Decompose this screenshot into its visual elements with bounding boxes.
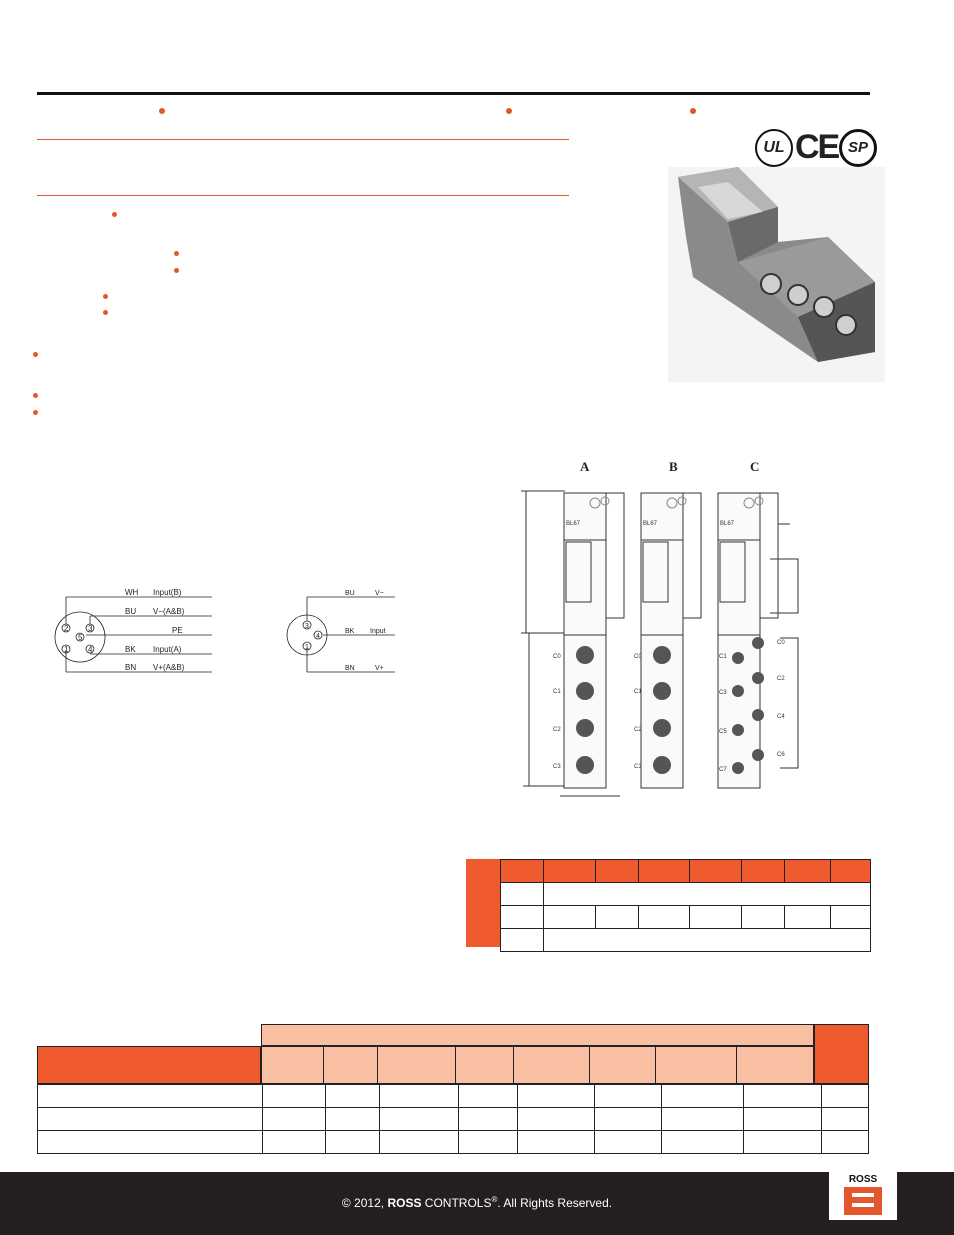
bullet-dot: [103, 294, 108, 299]
port-label: C0: [553, 654, 561, 660]
section-rule: [37, 139, 569, 140]
wire-signal: PE: [172, 626, 183, 635]
bullet-dot: [112, 212, 117, 217]
header-rule: [37, 92, 870, 95]
ross-logo: ROSS: [829, 1170, 897, 1220]
port-label: C3: [634, 764, 642, 770]
bullet-dot: [174, 251, 179, 256]
port-label: C0: [634, 654, 642, 660]
figure-label-c: C: [750, 459, 760, 474]
pin-number: 2: [64, 624, 69, 633]
pin-number: 1: [64, 645, 69, 654]
port-label: C1: [553, 689, 561, 695]
wire-signal: V−: [375, 590, 384, 597]
bullet-dot: [159, 108, 165, 114]
ordering-table-columns: [260, 1046, 815, 1084]
spec-table-side-header: [466, 859, 500, 947]
wire-color: BN: [125, 663, 136, 672]
bullet-dot: [103, 310, 108, 315]
port-label: C7: [719, 767, 727, 773]
wire-signal: V−(A&B): [153, 607, 185, 616]
wire-signal: V+(A&B): [153, 663, 185, 672]
pin-number: 5: [78, 633, 83, 642]
csa-mark-icon: SP: [839, 129, 877, 167]
pin-number: 4: [316, 633, 320, 640]
pin-number: 1: [305, 644, 309, 651]
wire-signal: Input: [370, 628, 386, 635]
bullet-dot: [174, 268, 179, 273]
figure-label-b: B: [669, 459, 678, 474]
wire-color: BN: [345, 665, 355, 672]
module-c-label: BL67: [720, 521, 735, 527]
ul-mark-icon: UL: [755, 129, 793, 167]
wire-color: BU: [125, 607, 136, 616]
pin-number: 4: [88, 645, 93, 654]
wire-signal: Input(B): [153, 588, 182, 597]
wire-signal: V+: [375, 665, 384, 672]
module-a-label: BL67: [566, 521, 581, 527]
pinout-5pin-diagram: 2 3 5 1 4 WH Input(B) BU V−(A&B) PE BK I…: [54, 588, 212, 673]
port-label: C1: [719, 654, 727, 660]
port-label: C1: [634, 689, 642, 695]
bullet-dot: [690, 108, 696, 114]
ordering-table-row-header: [37, 1046, 261, 1084]
port-label: C0: [777, 640, 785, 646]
module-drawings: BL67 BL67 BL67 C0 C1 C2 C3 C0 C1 C2 C3 C…: [521, 490, 799, 797]
ordering-table-body: [37, 1084, 869, 1154]
figure-label-a: A: [580, 459, 590, 474]
pin-number: 3: [305, 623, 309, 630]
spec-table: [499, 859, 872, 952]
bullet-dot: [33, 410, 38, 415]
product-photo: [668, 167, 885, 382]
wire-signal: Input(A): [153, 645, 182, 654]
port-label: C2: [777, 676, 785, 682]
port-label: C3: [719, 690, 727, 696]
bullet-dot: [33, 352, 38, 357]
bullet-dot: [506, 108, 512, 114]
port-label: C4: [777, 714, 785, 720]
port-label: C5: [719, 729, 727, 735]
port-label: C3: [553, 764, 561, 770]
pinout-3pin-diagram: 3 4 1 BU V− BK Input BN V+: [286, 590, 395, 673]
wire-color: BK: [345, 628, 355, 635]
section-rule: [37, 195, 569, 196]
pin-number: 3: [88, 624, 93, 633]
ordering-table-group-header: [261, 1024, 814, 1046]
port-label: C6: [777, 752, 785, 758]
wire-color: WH: [125, 588, 139, 597]
ce-mark-icon: CE: [795, 128, 840, 166]
copyright-text: © 2012, ROSS CONTROLS®. All Rights Reser…: [341, 1195, 613, 1210]
port-label: C2: [553, 727, 561, 733]
ordering-table-side-header: [814, 1024, 869, 1084]
port-label: C2: [634, 727, 642, 733]
wire-color: BU: [345, 590, 355, 597]
module-b-label: BL67: [643, 521, 658, 527]
bullet-dot: [33, 393, 38, 398]
wire-color: BK: [125, 645, 136, 654]
footer-bar: [0, 1172, 954, 1235]
